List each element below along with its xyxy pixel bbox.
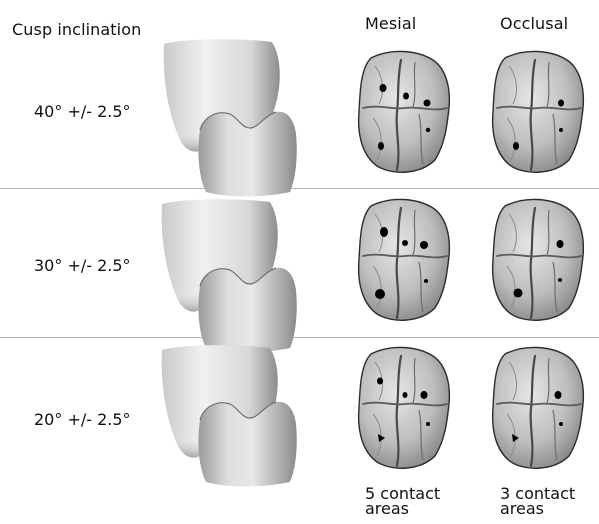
contact-area-mark <box>559 422 563 426</box>
contact-area-mark <box>513 142 519 150</box>
mesial-occlusal-view-30 <box>359 199 450 320</box>
contact-area-mark <box>375 289 385 299</box>
occlusal-contact-caption-line2: areas <box>500 501 575 516</box>
occlusal-view-40 <box>493 51 584 172</box>
contact-area-mark <box>403 93 409 100</box>
contact-area-mark <box>558 278 562 282</box>
contact-area-mark <box>421 391 428 399</box>
occlusal-view-20 <box>493 347 584 468</box>
occlusal-view-30 <box>493 199 584 320</box>
contact-area-mark <box>559 128 563 132</box>
contact-area-mark <box>555 391 562 399</box>
contact-area-mark <box>380 227 388 237</box>
side-view-40 <box>164 39 297 196</box>
occlusal-contact-caption: 3 contact areas <box>500 486 575 516</box>
contact-area-mark <box>426 128 430 132</box>
contact-area-mark <box>558 100 564 107</box>
contact-area-mark <box>377 378 383 385</box>
contact-area-mark <box>557 240 564 248</box>
mesial-occlusal-view-40 <box>359 51 450 172</box>
contact-area-mark <box>403 392 408 398</box>
side-view-20 <box>162 345 297 486</box>
mesial-contact-caption-line2: areas <box>365 501 440 516</box>
contact-area-mark <box>378 142 384 150</box>
contact-area-mark <box>514 289 523 298</box>
contact-area-mark <box>402 240 408 246</box>
contact-area-mark <box>426 422 430 426</box>
contact-area-mark <box>380 84 387 92</box>
contact-area-mark <box>424 279 428 283</box>
mesial-contact-caption: 5 contact areas <box>365 486 440 516</box>
contact-area-mark <box>424 100 431 107</box>
side-view-30 <box>162 199 297 352</box>
contact-area-mark <box>420 241 428 249</box>
mesial-occlusal-view-20 <box>359 347 450 468</box>
